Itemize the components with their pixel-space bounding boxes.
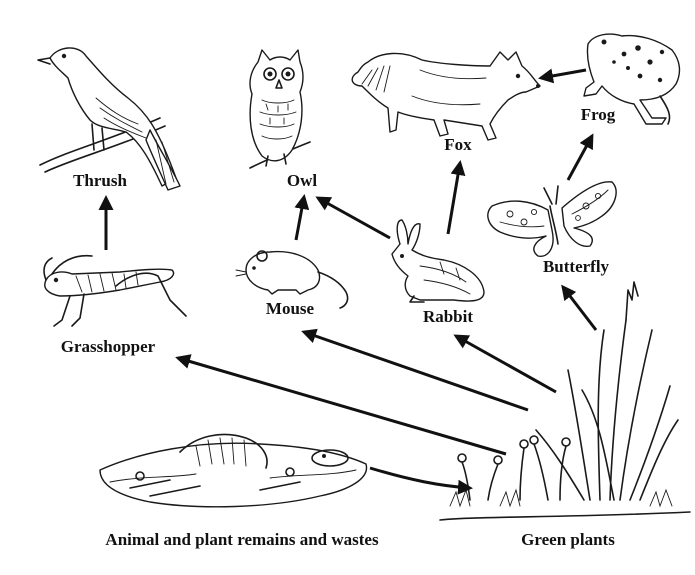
arrow-plants-to-rabbit (453, 334, 557, 394)
grasshopper-illustration (43, 254, 187, 327)
frog-label: Frog (581, 105, 616, 124)
arrow-plants-to-mouse (301, 328, 529, 412)
fox-label: Fox (444, 135, 472, 154)
rabbit-illustration (391, 219, 485, 303)
mouse-label: Mouse (266, 299, 315, 318)
arrow-plants-to-grasshopper (175, 354, 507, 456)
arrow-mouse-to-owl (294, 194, 310, 241)
thrush-label: Thrush (73, 171, 127, 190)
grasshopper-label: Grasshopper (61, 337, 156, 356)
arrows (98, 68, 598, 495)
remains-label: Animal and plant remains and wastes (105, 530, 379, 549)
remains-illustration (99, 433, 368, 508)
mouse-illustration (235, 250, 349, 309)
butterfly-label: Butterfly (543, 257, 610, 276)
butterfly-illustration (487, 181, 617, 257)
arrow-remains-to-plants (369, 466, 473, 495)
thrush-illustration (37, 47, 181, 191)
green-plants-label: Green plants (521, 530, 615, 549)
rabbit-label: Rabbit (423, 307, 473, 326)
arrow-butterfly-to-frog (566, 133, 594, 181)
arrow-frog-to-fox (538, 68, 587, 84)
green-plants-illustration (439, 281, 691, 521)
arrow-rabbit-to-owl (315, 196, 391, 240)
fox-illustration (351, 51, 541, 141)
arrow-plants-to-butterfly (561, 284, 598, 331)
frog-illustration (583, 33, 681, 125)
owl-illustration (249, 49, 311, 169)
arrow-rabbit-to-fox (446, 160, 466, 235)
owl-label: Owl (287, 171, 318, 190)
